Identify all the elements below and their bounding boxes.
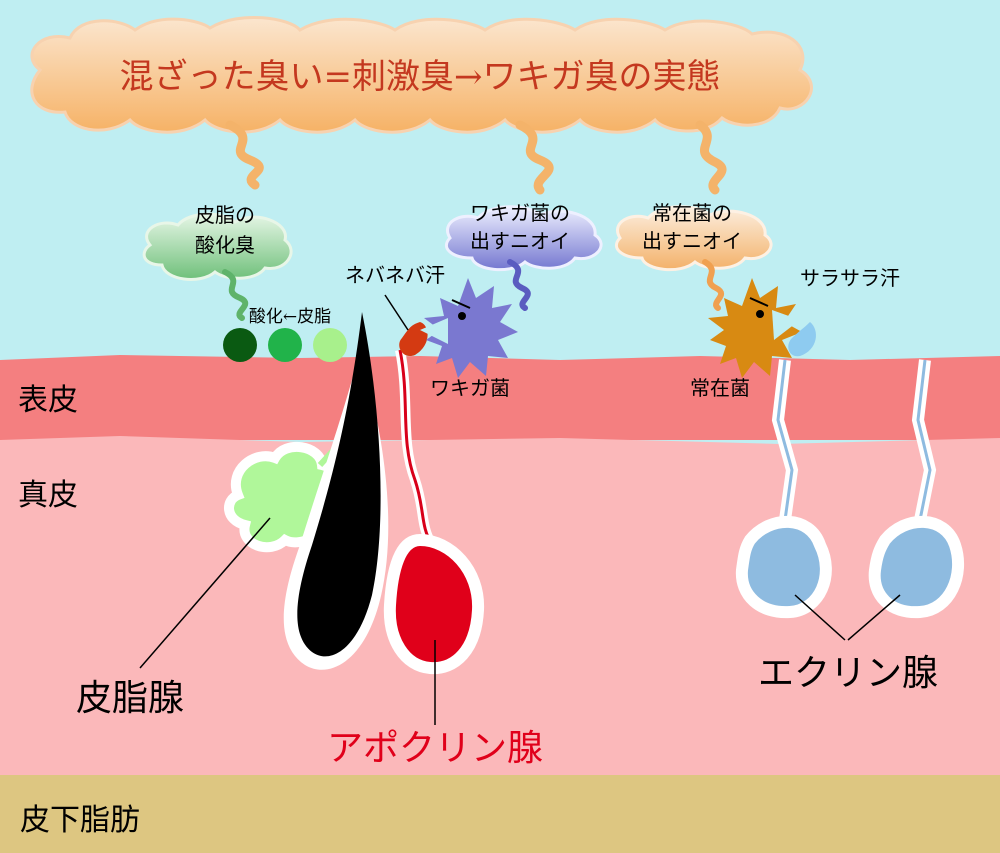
apocrine-label: アポクリン腺 (327, 728, 543, 769)
sebum-dot (268, 328, 302, 362)
wakiga-odor-label-line2: 出すニオイ (470, 229, 570, 253)
epidermis-label: 表皮 (18, 383, 78, 418)
dermis-layer (0, 436, 1000, 775)
sebum-odor-label-line2: 酸化臭 (195, 233, 255, 257)
sarasara-sweat-droplet (788, 322, 816, 357)
epidermis-layer (0, 355, 1000, 440)
resident-odor-label-line2: 出すニオイ (642, 229, 742, 253)
eccrine-label: エクリン腺 (758, 653, 938, 694)
eccrine-pointer-left (794, 594, 846, 641)
sebum-odor-cloud (142, 212, 293, 321)
hair-follicle (283, 312, 389, 670)
sebaceous-label: 皮脂腺 (76, 678, 184, 719)
nebaneba-sweat-droplet (399, 322, 428, 357)
eccrine-pointer-right (847, 594, 901, 641)
apocrine-gland (383, 349, 485, 675)
nebaneba-label: ネバネバ汗 (345, 263, 445, 287)
wakiga-odor-cloud (444, 205, 603, 311)
sebaceous-pointer (139, 517, 271, 669)
title-cloud (30, 16, 813, 195)
wakiga-bacteria-label: ワキガ菌 (430, 376, 510, 400)
subcutaneous-label: 皮下脂肪 (20, 803, 140, 838)
resident-bacteria-icon (708, 278, 802, 378)
resident-odor-label-line1: 常在菌の (652, 201, 732, 225)
oxidized-sebum-dot (223, 328, 257, 362)
resident-odor-cloud (614, 205, 773, 311)
fresh-sebum-dot (313, 328, 347, 362)
eccrine-gland-right (868, 359, 965, 619)
wakiga-bacteria-icon (420, 278, 518, 378)
dermis-label: 真皮 (18, 478, 78, 513)
sebum-odor-label-line1: 皮脂の (195, 203, 255, 227)
eccrine-gland-left (735, 359, 832, 619)
subcutaneous-layer (0, 775, 1000, 853)
sarasara-label: サラサラ汗 (800, 266, 900, 290)
wakiga-odor-label-line1: ワキガ菌の (470, 201, 570, 225)
resident-bacteria-label: 常在菌 (690, 376, 750, 400)
diagram-title: 混ざった臭い=刺激臭→ワキガ臭の実態 (120, 57, 721, 97)
oxidation-label: 酸化←皮脂 (249, 307, 331, 327)
nebaneba-pointer (384, 294, 409, 331)
